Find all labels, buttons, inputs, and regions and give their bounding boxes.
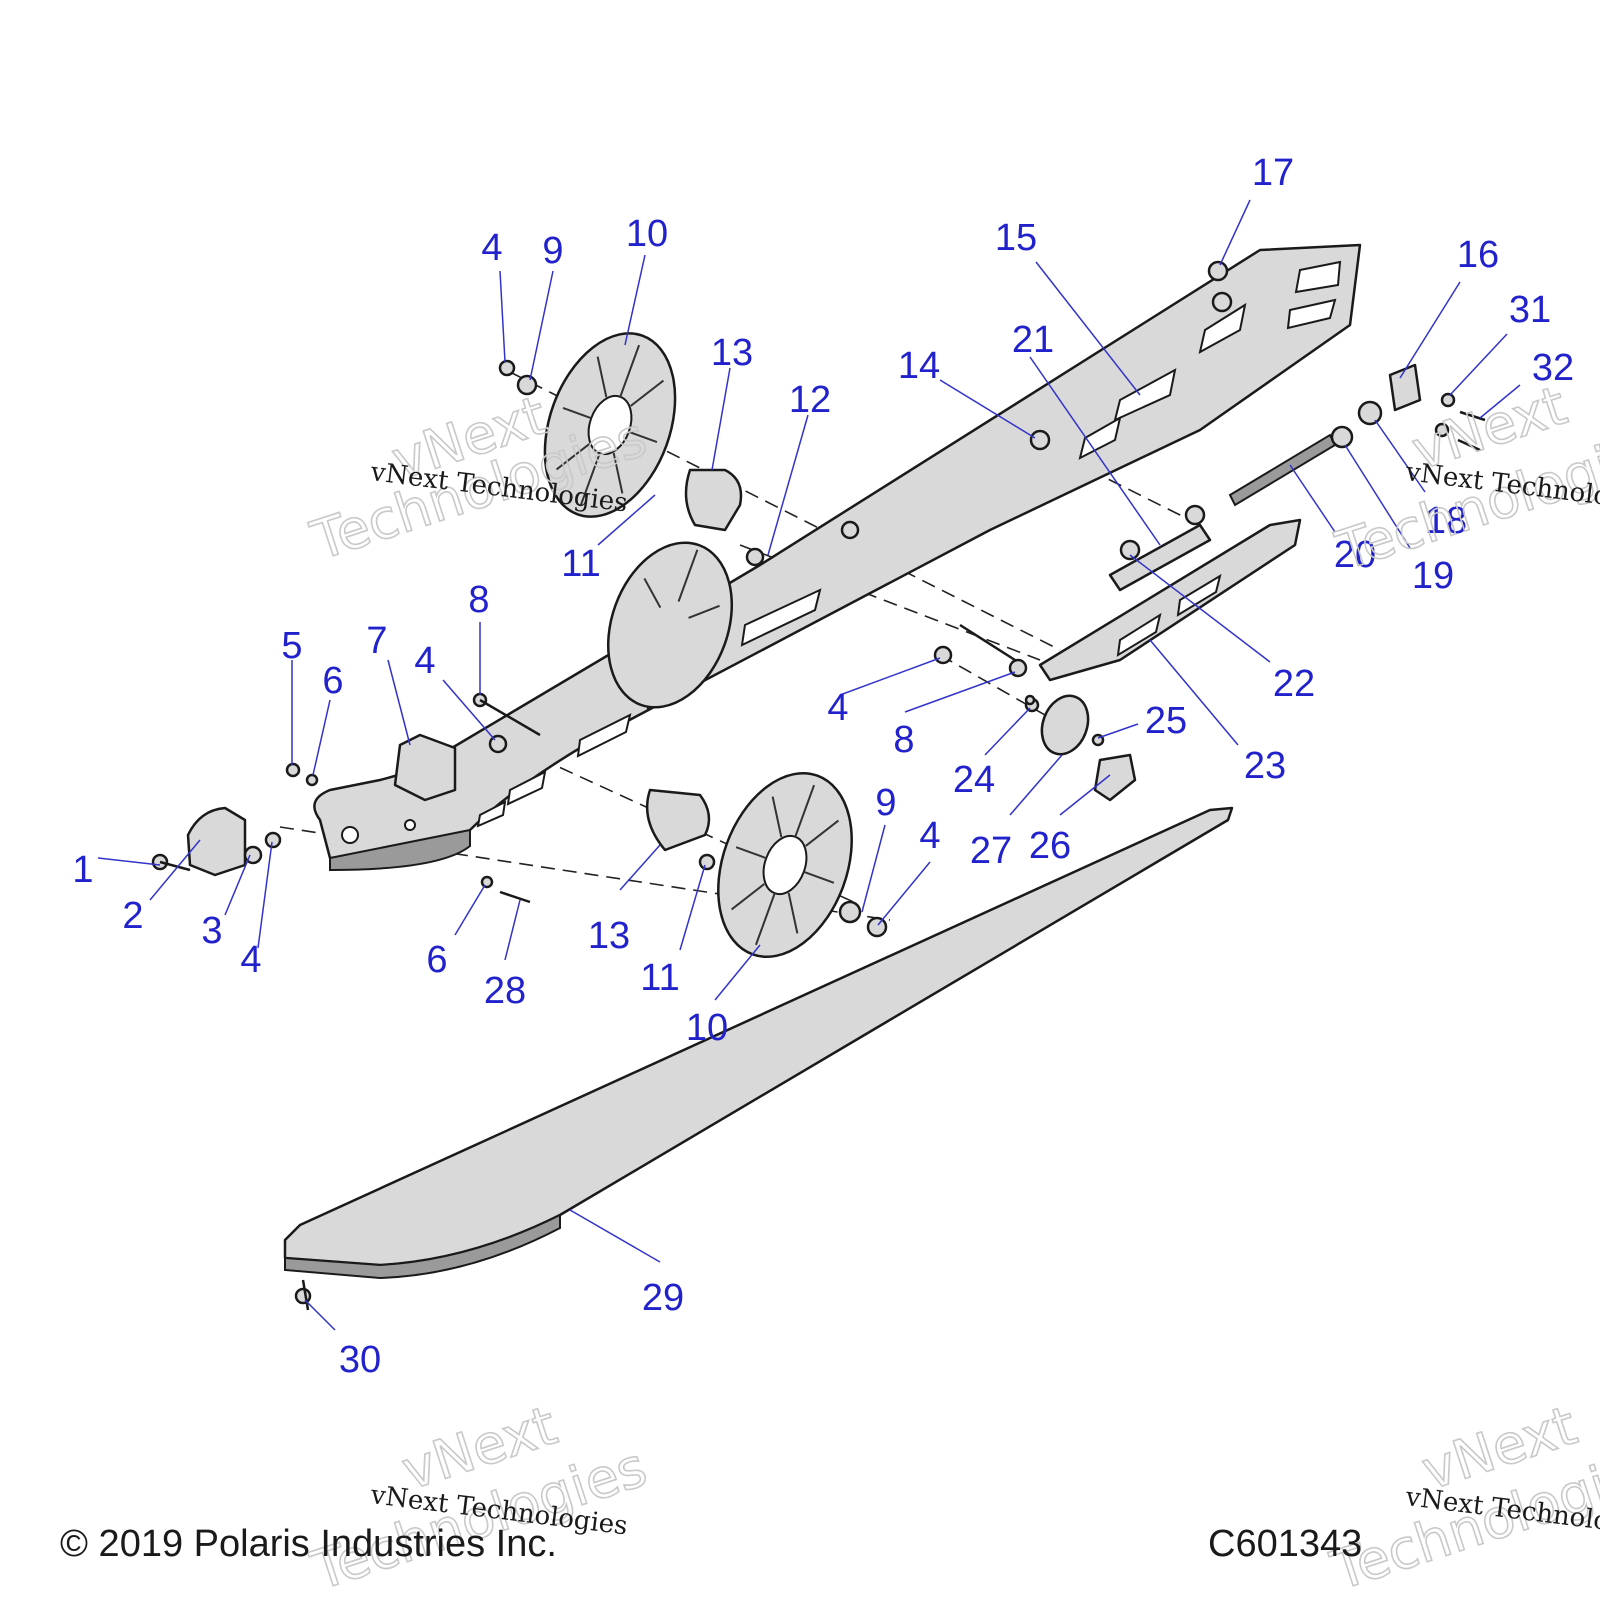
- callout-7: 7: [366, 620, 387, 662]
- callout-12: 12: [789, 379, 831, 421]
- figure-code: C601343: [1208, 1523, 1362, 1565]
- callout-19: 19: [1412, 555, 1454, 597]
- callout-22: 22: [1273, 663, 1315, 705]
- idler-wheel-upper: [543, 332, 677, 518]
- callout-3: 3: [201, 910, 222, 952]
- callout-4-b: 4: [414, 640, 435, 682]
- callout-9-a: 9: [542, 230, 563, 272]
- callout-18: 18: [1425, 500, 1467, 542]
- callout-10-b: 10: [686, 1007, 728, 1049]
- callout-11-b: 11: [640, 957, 679, 999]
- hardware-parts: [151, 260, 1486, 1311]
- callout-27: 27: [970, 830, 1012, 872]
- callout-labels: 1 2 3 4 4 4 4 4 5 6 6 7 8 8 9 9 10 10 11…: [72, 152, 1574, 1381]
- callout-26: 26: [1029, 825, 1071, 867]
- callout-9-b: 9: [875, 782, 896, 824]
- hyfax-wear-strip: [283, 806, 1234, 1280]
- callout-16: 16: [1457, 234, 1499, 276]
- callout-31: 31: [1509, 289, 1551, 331]
- callout-29: 29: [642, 1277, 684, 1319]
- callout-6-a: 6: [322, 660, 343, 702]
- leader-lines: [97, 199, 1521, 1331]
- callout-8-a: 8: [468, 579, 489, 621]
- callout-4-e: 4: [919, 815, 940, 857]
- rear-rail-extension: [1038, 518, 1302, 682]
- callout-2: 2: [122, 895, 143, 937]
- callout-14: 14: [898, 345, 940, 387]
- callout-21: 21: [1012, 319, 1054, 361]
- callout-4-c: 4: [481, 227, 502, 269]
- callout-5: 5: [281, 625, 302, 667]
- callout-10-a: 10: [626, 213, 668, 255]
- callout-6-b: 6: [426, 939, 447, 981]
- idler-wheel-lower: [717, 771, 853, 959]
- callout-17: 17: [1252, 152, 1294, 194]
- callout-4-a: 4: [240, 939, 261, 981]
- callout-13-a: 13: [711, 332, 753, 374]
- callout-8-b: 8: [893, 719, 914, 761]
- callout-13-b: 13: [588, 915, 630, 957]
- mount-bracket: [1108, 504, 1212, 592]
- callout-1: 1: [72, 849, 93, 891]
- callout-24: 24: [953, 759, 995, 801]
- callout-30: 30: [339, 1339, 381, 1381]
- callout-11-a: 11: [561, 543, 600, 585]
- callout-4-d: 4: [827, 687, 848, 729]
- callout-23: 23: [1244, 745, 1286, 787]
- callout-20: 20: [1334, 534, 1376, 576]
- callout-32: 32: [1532, 347, 1574, 389]
- callout-28: 28: [484, 970, 526, 1012]
- copyright-text: © 2019 Polaris Industries Inc.: [60, 1523, 557, 1565]
- rail-assembly: [313, 243, 1362, 872]
- callout-25: 25: [1145, 700, 1187, 742]
- idler-wheel-middle: [606, 541, 734, 709]
- callout-15: 15: [995, 217, 1037, 259]
